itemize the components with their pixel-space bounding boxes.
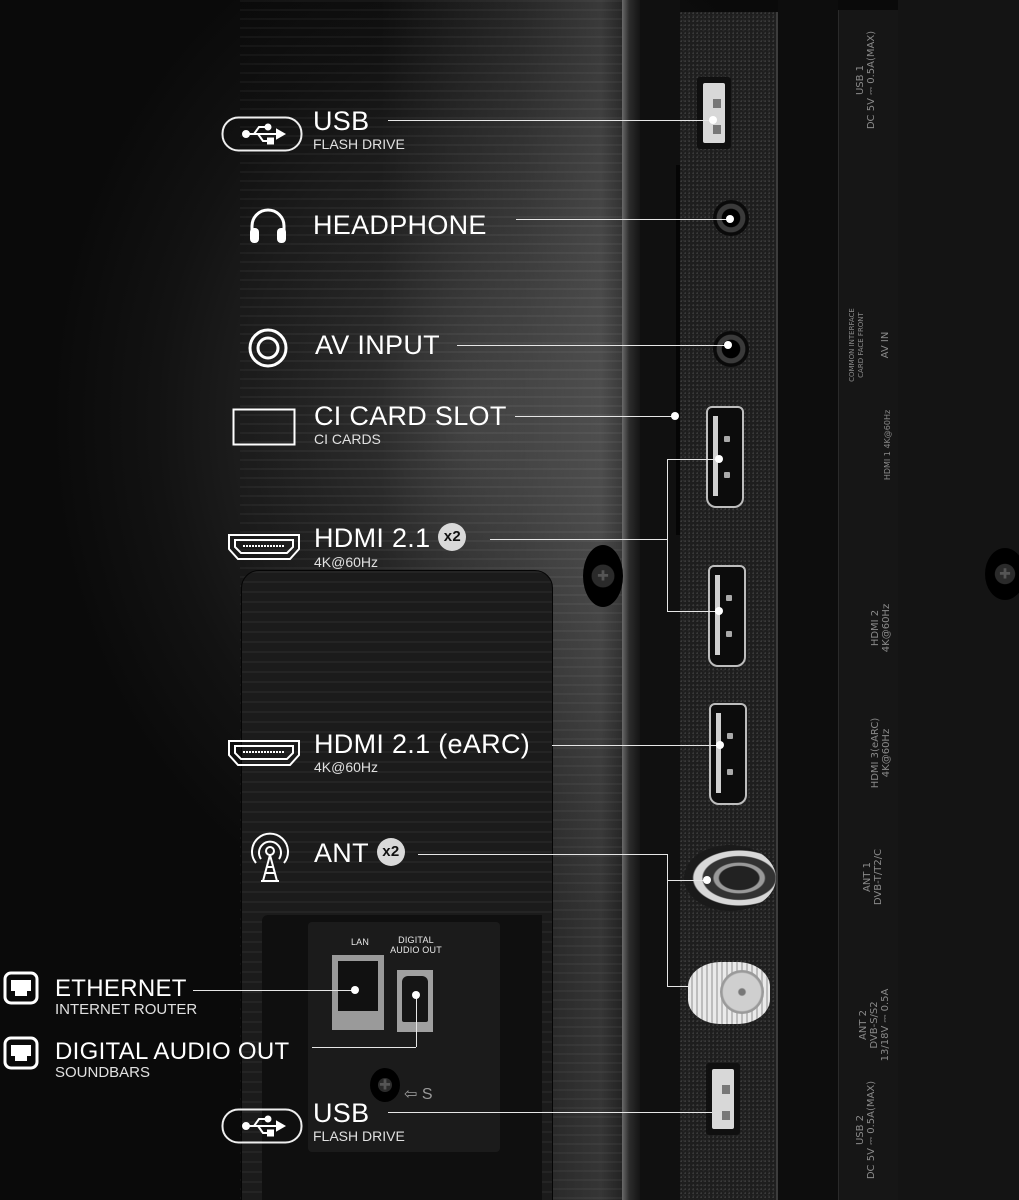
chassis-gap <box>640 0 680 1200</box>
connection-title: ETHERNET <box>55 975 187 1002</box>
leader-ethernet <box>193 990 355 991</box>
leader-usb1 <box>388 120 713 121</box>
quantity-badge: x2 <box>376 837 405 866</box>
connection-hdmi21-earc: HDMI 2.1 (eARC) 4K@60Hz <box>314 729 530 775</box>
connection-title: HDMI 2.1 (eARC) <box>314 729 531 759</box>
leader-ant <box>418 854 668 855</box>
leader-digital-audio <box>312 1047 416 1048</box>
leader-hdmi21 <box>490 539 668 540</box>
s-marking: ⇦ S <box>404 1086 433 1103</box>
tv-back-right <box>898 0 1019 1200</box>
hdmi-1-port <box>706 406 744 508</box>
leader-hdmi2 <box>667 611 719 612</box>
silk-hdmi3: HDMI 3(eARC)4K@60Hz <box>870 717 892 789</box>
leader-hdmi21-branch <box>667 459 668 611</box>
silk-av-in: AV IN <box>880 331 891 359</box>
connection-subtitle: SOUNDBARS <box>55 1064 151 1081</box>
leader-usb2 <box>388 1112 712 1113</box>
rail-gap <box>778 0 838 1200</box>
screw-icon: ✚ <box>985 548 1019 600</box>
leader-ant2 <box>667 986 691 987</box>
leader-hdmi1 <box>667 459 719 460</box>
connection-subtitle: FLASH DRIVE <box>313 136 405 152</box>
screw-icon: ✚ <box>583 545 623 607</box>
hdmi-3-earc-port <box>709 703 747 805</box>
quantity-badge: x2 <box>438 522 467 551</box>
connection-subtitle: FLASH DRIVE <box>313 1128 405 1144</box>
connection-usb2: USB FLASH DRIVE <box>313 1098 405 1144</box>
connection-ethernet: ETHERNET INTERNET ROUTER <box>55 976 197 1018</box>
ethernet-icon <box>3 971 39 1010</box>
leader-digital-audio-branch <box>416 995 417 1047</box>
silkscreen-label-strip <box>838 10 900 1200</box>
connection-title: HEADPHONE <box>313 210 487 240</box>
av-input-jack <box>713 331 749 367</box>
hdmi-icon <box>227 738 301 773</box>
usb-icon <box>221 1108 303 1149</box>
av-input-icon <box>247 327 289 374</box>
connection-title: DIGITAL AUDIO OUT <box>55 1038 290 1065</box>
screw-icon: ✚ <box>370 1068 400 1102</box>
headphone-icon <box>247 206 289 249</box>
connection-av-input: AV INPUT <box>315 330 440 360</box>
connection-headphone: HEADPHONE <box>313 210 487 240</box>
connection-usb1: USB FLASH DRIVE <box>313 106 405 152</box>
connection-title: USB <box>313 106 370 136</box>
connection-subtitle: CI CARDS <box>314 431 381 447</box>
lan-port-label: LAN <box>350 937 370 947</box>
connection-subtitle: 4K@60Hz <box>314 759 379 775</box>
leader-hdmi-earc <box>552 745 720 746</box>
ant-2-f-connector <box>688 962 770 1024</box>
leader-ant1 <box>667 880 707 881</box>
silk-hdmi1: HDMI 1 4K@60Hz <box>883 409 892 481</box>
usb-2-port <box>706 1063 740 1135</box>
connection-title: HDMI 2.1 <box>314 523 431 553</box>
chassis-edge <box>622 0 640 1200</box>
leader-av-input <box>457 345 728 346</box>
connection-title: USB <box>313 1098 370 1128</box>
optical-audio-port <box>397 970 433 1032</box>
connection-subtitle: INTERNET ROUTER <box>55 1001 198 1018</box>
ant-1-coax-port <box>684 845 776 911</box>
connection-title: ANT <box>314 838 369 868</box>
connection-ci-card-slot: CI CARD SLOT CI CARDS <box>314 401 507 447</box>
hdmi-2-port <box>708 565 746 667</box>
connection-title: AV INPUT <box>315 330 440 360</box>
usb-icon <box>221 116 303 157</box>
ethernet-icon <box>3 1036 39 1075</box>
usb-1-port <box>697 77 731 149</box>
connection-title: CI CARD SLOT <box>314 401 507 431</box>
card-slot-icon <box>232 408 296 451</box>
connection-subtitle: 4K@60Hz <box>314 553 379 570</box>
leader-ant-branch <box>667 854 668 986</box>
hdmi-icon <box>227 532 301 567</box>
leader-ci-slot <box>515 416 675 417</box>
leader-headphone <box>516 219 730 220</box>
connection-digital-audio-out: DIGITAL AUDIO OUT SOUNDBARS <box>55 1039 289 1081</box>
antenna-icon <box>247 831 293 888</box>
digital-audio-port-label: DIGITAL AUDIO OUT <box>390 935 442 955</box>
